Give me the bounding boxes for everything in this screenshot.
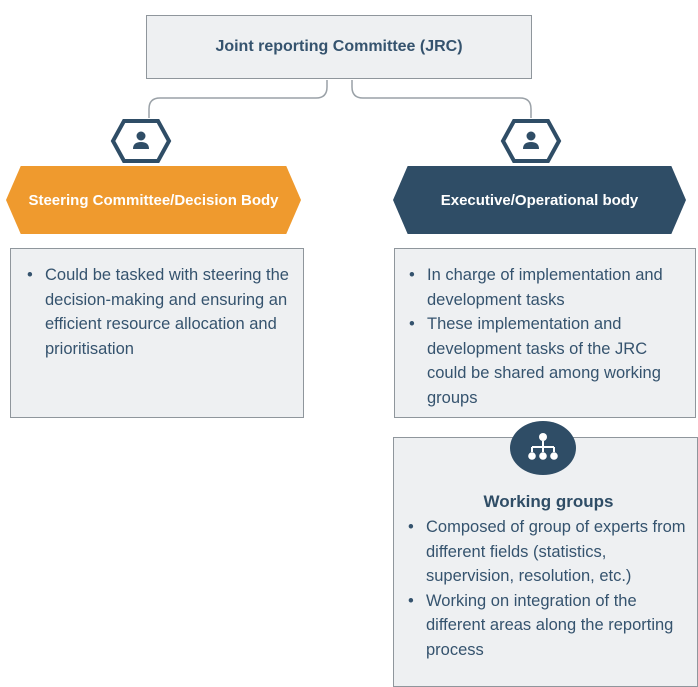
executive-body-banner: Executive/Operational body bbox=[393, 166, 686, 234]
bullet-item: Could be tasked with steering the decisi… bbox=[25, 263, 289, 361]
working-groups-title: Working groups bbox=[483, 492, 614, 511]
jrc-title: Joint reporting Committee (JRC) bbox=[215, 38, 463, 55]
executive-body-label: Executive/Operational body bbox=[440, 191, 639, 209]
connector-lines bbox=[148, 80, 532, 118]
person-icon bbox=[500, 119, 562, 163]
steering-committee-box: Could be tasked with steering the decisi… bbox=[10, 248, 304, 418]
executive-body-bullets: In charge of implementation and developm… bbox=[407, 263, 689, 410]
working-groups-bullets: Composed of group of experts from differ… bbox=[406, 515, 691, 662]
jrc-title-box: Joint reporting Committee (JRC) bbox=[146, 15, 532, 79]
bullet-item: Composed of group of experts from differ… bbox=[406, 515, 691, 589]
bullet-item: Working on integration of the different … bbox=[406, 589, 691, 663]
steering-committee-label: Steering Committee/Decision Body bbox=[28, 191, 279, 209]
bullet-item: In charge of implementation and developm… bbox=[407, 263, 689, 312]
person-icon bbox=[110, 119, 172, 163]
org-chart-icon bbox=[510, 421, 576, 475]
steering-committee-bullets: Could be tasked with steering the decisi… bbox=[25, 263, 289, 361]
executive-body-box: In charge of implementation and developm… bbox=[394, 248, 696, 418]
steering-committee-banner: Steering Committee/Decision Body bbox=[6, 166, 301, 234]
bullet-item: These implementation and development tas… bbox=[407, 312, 689, 410]
